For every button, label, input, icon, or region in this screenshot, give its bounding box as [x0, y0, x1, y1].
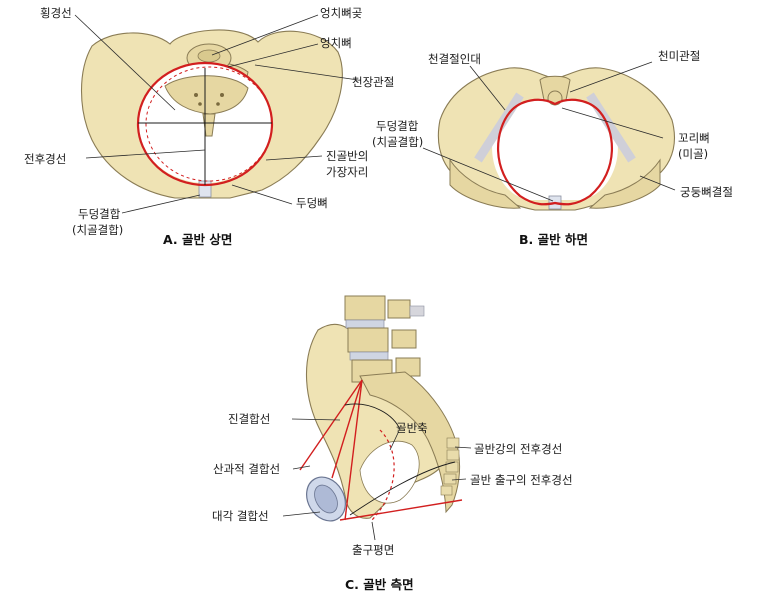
- label-sacrotuberous: 천결절인대: [428, 52, 481, 66]
- coccyx-b: [539, 75, 571, 101]
- sacrotuberous-ligament-left: [474, 92, 524, 163]
- label-cavity-ap: 골반강의 전후경선: [474, 442, 562, 456]
- sacrum-front-a: [164, 75, 249, 115]
- label-sacrum: 엉치뼈: [320, 36, 352, 50]
- pelvic-outlet-b: [492, 97, 618, 200]
- label-ap-diameter: 전후경선: [24, 152, 66, 166]
- panel-c-lateral-view: 진결합선 골반축 골반강의 전후경선 산과적 결합선 골반 출구의 전후경선 대…: [212, 295, 573, 592]
- label-symphysis-b-2: (치골결합): [372, 135, 423, 149]
- label-true-pelvis-edge-2: 가장자리: [326, 165, 368, 179]
- label-symphysis-a-2: (치골결합): [72, 223, 123, 237]
- panel-a-superior-view: 횡경선 엉치뼈곶 엉치뼈 천장관절 전후경선 진골반의 가장자리 두덩뼈 두덩결…: [24, 6, 394, 247]
- pelvic-outlet-line-b: [496, 98, 614, 206]
- label-obstetric-conjugate: 산과적 결합선: [213, 462, 280, 476]
- label-pelvic-axis: 골반축: [396, 421, 428, 435]
- caption-panel-b: B. 골반 하면: [519, 232, 588, 247]
- sacral-disc-a: [197, 49, 221, 63]
- label-sacrococcygeal: 천미관절: [658, 49, 700, 63]
- label-sacral-promontory: 엉치뼈곶: [320, 6, 362, 20]
- label-transverse: 횡경선: [40, 6, 72, 20]
- label-outlet-plane: 출구평면: [352, 543, 394, 557]
- coccyx-segments-c: [440, 437, 460, 496]
- conjugate-lines-c: [299, 379, 463, 521]
- label-true-pelvis-edge-1: 진골반의: [326, 149, 368, 163]
- sacrotuberous-ligament-right: [586, 92, 636, 163]
- lumbar-spine-c: [344, 295, 425, 383]
- ischium-left-b: [449, 158, 522, 209]
- caption-panel-c: C. 골반 측면: [345, 577, 414, 592]
- label-symphysis-b-1: 두덩결합: [376, 119, 419, 133]
- label-outlet-ap: 골반 출구의 전후경선: [470, 473, 573, 487]
- sacrum-coccyx-c: [359, 371, 461, 514]
- label-ischial-tuberosity: 궁둥뼈결절: [680, 185, 733, 199]
- label-coccyx-b-2: (미골): [678, 147, 708, 161]
- obturator-foramen-c: [359, 440, 420, 504]
- label-sacroiliac: 천장관절: [352, 75, 394, 89]
- panel-b-inferior-view: 천결절인대 천미관절 두덩결합 (치골결합) 꼬리뼈 (미골) 궁둥뼈결절 B.…: [372, 49, 733, 247]
- label-true-conjugate: 진결합선: [228, 412, 270, 426]
- label-pubis: 두덩뼈: [296, 196, 328, 210]
- ischium-right-b: [588, 158, 661, 209]
- label-symphysis-a-1: 두덩결합: [78, 207, 121, 221]
- label-diagonal-conjugate: 대각 결합선: [212, 509, 269, 523]
- label-coccyx-b-1: 꼬리뼈: [678, 131, 710, 145]
- true-pelvis-dashed-a: [145, 66, 273, 182]
- caption-panel-a: A. 골반 상면: [163, 232, 232, 247]
